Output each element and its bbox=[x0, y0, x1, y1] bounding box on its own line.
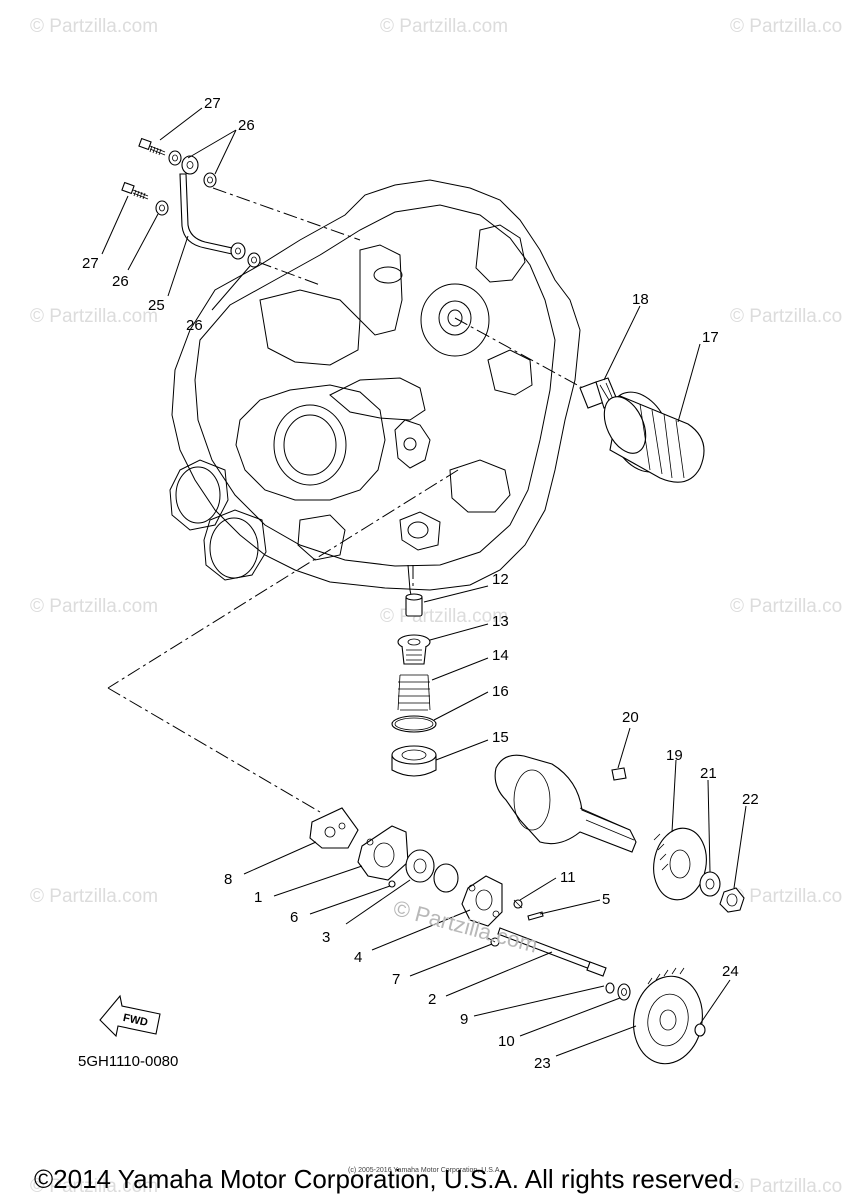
callout-14: 14 bbox=[492, 647, 509, 664]
watermark: © Partzilla.com bbox=[730, 1176, 842, 1197]
callout-25: 25 bbox=[148, 297, 165, 314]
callout-10: 10 bbox=[498, 1033, 515, 1050]
callout-1: 1 bbox=[254, 889, 262, 906]
part-9-circlip bbox=[605, 982, 615, 994]
copper-washer-top-right bbox=[203, 172, 217, 188]
copper-washer-top bbox=[168, 150, 182, 166]
part-11-screw bbox=[513, 899, 523, 909]
callout-8: 8 bbox=[224, 871, 232, 888]
watermark: © Partzilla.com bbox=[30, 1176, 158, 1197]
fine-print: (c) 2005-2016 Yamaha Motor Corporation, … bbox=[348, 1167, 501, 1174]
copper-washer-left bbox=[155, 200, 169, 216]
part-14-spring bbox=[397, 674, 431, 711]
callout-27: 27 bbox=[204, 95, 221, 112]
callout-7: 7 bbox=[392, 971, 400, 988]
callout-21: 21 bbox=[700, 765, 717, 782]
callout-6: 6 bbox=[290, 909, 298, 926]
part-22-nut bbox=[719, 887, 745, 913]
forward-arrow: FWD bbox=[99, 994, 161, 1038]
part-3-rotors bbox=[405, 849, 459, 893]
part-13-strainer bbox=[397, 634, 431, 665]
callout-5: 5 bbox=[602, 891, 610, 908]
callout-3: 3 bbox=[322, 929, 330, 946]
drive-assembly bbox=[494, 754, 745, 913]
watermark: © Partzilla.com bbox=[380, 606, 508, 627]
oil-pipe-assembly bbox=[121, 137, 261, 268]
callout-23: 23 bbox=[534, 1055, 551, 1072]
callout-20: 20 bbox=[622, 709, 639, 726]
callout-24: 24 bbox=[722, 963, 739, 980]
callout-26: 26 bbox=[238, 117, 255, 134]
callout-15: 15 bbox=[492, 729, 509, 746]
watermark: © Partzilla.com bbox=[30, 596, 158, 617]
callout-9: 9 bbox=[460, 1011, 468, 1028]
callout-11: 11 bbox=[560, 869, 576, 886]
leader-lines bbox=[101, 107, 747, 1057]
callout-27: 27 bbox=[82, 255, 99, 272]
copper-washer-right bbox=[247, 252, 261, 268]
callout-18: 18 bbox=[632, 291, 649, 308]
strainer-stack bbox=[391, 593, 437, 777]
callout-12: 12 bbox=[492, 571, 509, 588]
diagram-code: 5GH1110-0080 bbox=[78, 1053, 178, 1070]
part-10-washer bbox=[617, 983, 631, 1001]
part-24-circlip bbox=[694, 1023, 706, 1037]
union-bolt-top bbox=[138, 137, 166, 156]
watermark-layer: © Partzilla.com © Partzilla.com © Partzi… bbox=[30, 16, 842, 1197]
callout-22: 22 bbox=[742, 791, 759, 808]
callout-2: 2 bbox=[428, 991, 436, 1008]
part-6-pin bbox=[388, 880, 396, 888]
part-2-pump-shaft bbox=[497, 927, 607, 977]
watermark: © Partzilla.com bbox=[730, 886, 842, 907]
watermark: © Partzilla.com bbox=[30, 306, 158, 327]
part-16-o-ring bbox=[391, 715, 437, 733]
callout-26: 26 bbox=[112, 273, 129, 290]
callout-19: 19 bbox=[666, 747, 683, 764]
part-21-lock-washer bbox=[699, 871, 721, 897]
callout-labels: 27 26 27 26 25 26 18 17 12 13 14 16 15 2… bbox=[82, 95, 759, 1072]
union-bolt-lower bbox=[121, 181, 149, 200]
callout-13: 13 bbox=[492, 613, 509, 630]
watermark: © Partzilla.com bbox=[380, 16, 508, 37]
assembly-lines bbox=[107, 187, 591, 813]
part-8-gasket bbox=[309, 807, 359, 849]
oil-filter-assembly bbox=[579, 377, 705, 483]
part-23-pump-gear bbox=[633, 967, 703, 1065]
copyright-notice: ©2014 Yamaha Motor Corporation, U.S.A. A… bbox=[34, 1164, 740, 1194]
part-19-gear bbox=[653, 827, 707, 901]
part-15-cap bbox=[391, 745, 437, 777]
callout-17: 17 bbox=[702, 329, 719, 346]
crankcase-drawing bbox=[169, 179, 581, 601]
part-20-key bbox=[611, 767, 627, 781]
watermark: © Partzilla.com bbox=[730, 596, 842, 617]
part-4-pump-housing bbox=[461, 875, 503, 927]
oil-delivery-pipe bbox=[179, 155, 246, 260]
watermark: © Partzilla.com bbox=[30, 886, 158, 907]
part-12-fitting bbox=[405, 593, 423, 617]
part-5-pin bbox=[527, 911, 544, 921]
part-1-pump-cover bbox=[357, 825, 409, 881]
oil-pump-parts bbox=[309, 807, 706, 1065]
callout-16: 16 bbox=[492, 683, 509, 700]
part-7-screw bbox=[487, 937, 500, 947]
callout-26: 26 bbox=[186, 317, 203, 334]
watermark: © Partzilla.com bbox=[730, 16, 842, 37]
shaft-housing bbox=[494, 754, 637, 853]
watermark: © Partzilla.com bbox=[30, 16, 158, 37]
watermark: © Partzilla.com bbox=[730, 306, 842, 327]
oil-filter-cartridge bbox=[603, 391, 705, 483]
callout-4: 4 bbox=[354, 949, 362, 966]
fwd-label: FWD bbox=[122, 1012, 149, 1029]
